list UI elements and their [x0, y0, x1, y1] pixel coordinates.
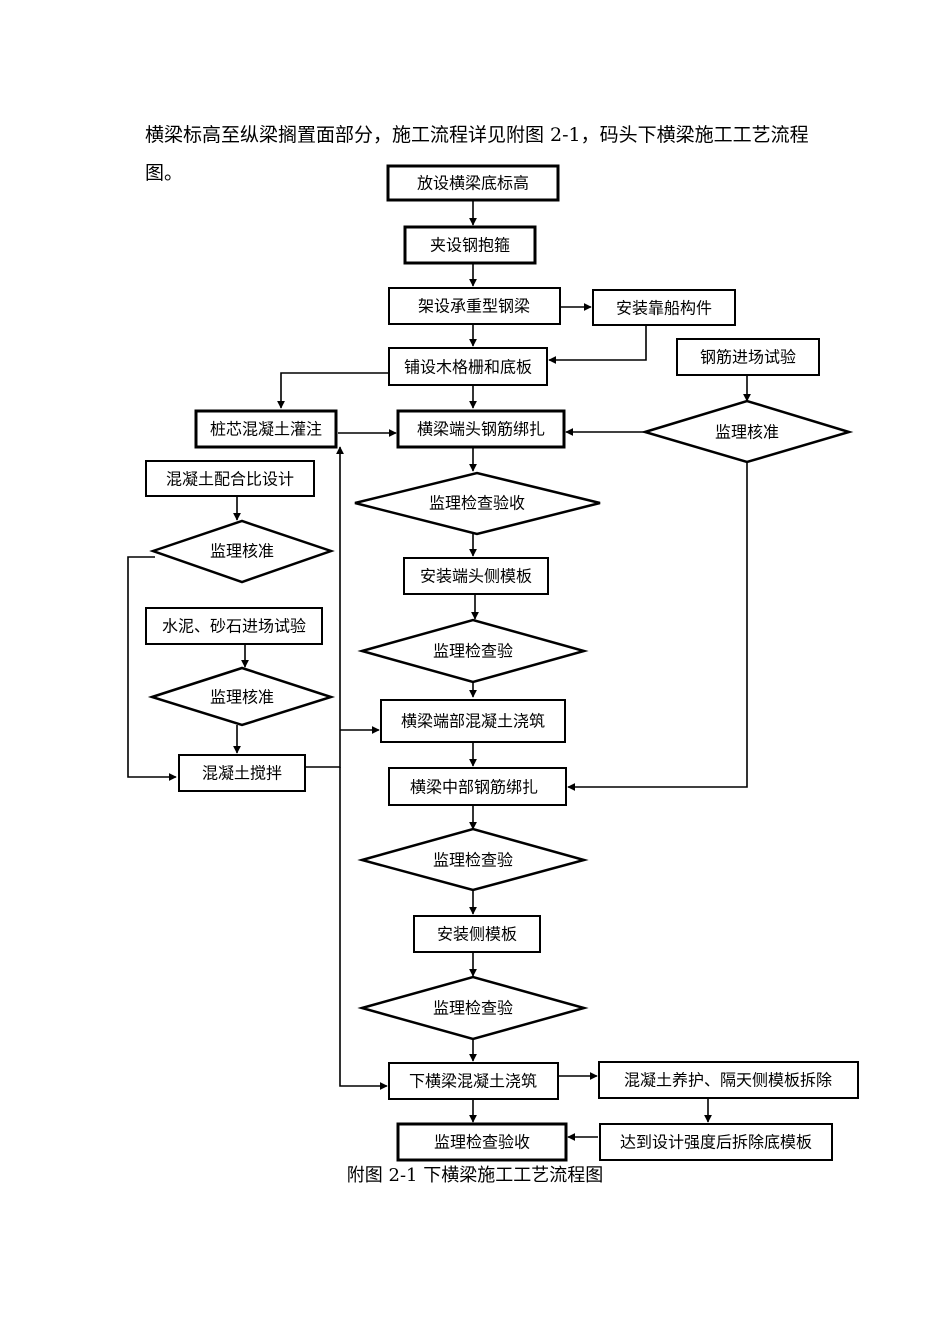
- node-jianli-jcy3: 监理检查验: [357, 975, 589, 1041]
- node-fangshe: 放设横梁底标高: [386, 164, 560, 202]
- svg-text:横梁中部钢筋绑扎: 横梁中部钢筋绑扎: [410, 778, 538, 797]
- svg-text:监理核准: 监理核准: [715, 423, 779, 442]
- figure-caption: 附图 2-1 下横梁施工工艺流程图: [346, 1165, 604, 1186]
- node-duanbu-jz: 横梁端部混凝土浇筑: [380, 699, 566, 743]
- node-pushe: 铺设木格栅和底板: [388, 347, 548, 386]
- svg-text:水泥、砂石进场试验: 水泥、砂石进场试验: [162, 617, 306, 636]
- svg-text:放设横梁底标高: 放设横梁底标高: [417, 174, 529, 193]
- connectors: [127, 200, 751, 1141]
- svg-text:混凝土配合比设计: 混凝土配合比设计: [166, 470, 294, 489]
- svg-text:监理检查验收: 监理检查验收: [429, 494, 525, 513]
- svg-text:监理检查验: 监理检查验: [433, 642, 513, 661]
- node-jianli-jcy2: 监理检查验: [357, 827, 589, 892]
- node-duantou-bz: 横梁端头钢筋绑扎: [396, 409, 566, 449]
- svg-text:铺设木格栅和底板: 铺设木格栅和底板: [404, 358, 532, 377]
- svg-text:达到设计强度后拆除底模板: 达到设计强度后拆除底模板: [620, 1133, 812, 1152]
- node-dadao: 达到设计强度后拆除底模板: [599, 1123, 833, 1161]
- node-jianli-hz-right: 监理核准: [640, 399, 854, 464]
- svg-text:钢筋进场试验: 钢筋进场试验: [700, 348, 796, 367]
- node-jianli-hz-left1: 监理核准: [149, 519, 335, 584]
- node-yanghu: 混凝土养护、隔天侧模板拆除: [598, 1061, 859, 1099]
- svg-text:桩芯混凝土灌注: 桩芯混凝土灌注: [210, 420, 322, 439]
- node-anzhuang-kc: 安装靠船构件: [592, 289, 736, 326]
- svg-text:安装侧模板: 安装侧模板: [437, 925, 517, 944]
- node-jianli-hz-left2: 监理核准: [147, 666, 336, 727]
- node-jiashe-gbg: 夹设钢抱箍: [403, 225, 537, 265]
- svg-text:监理检查验: 监理检查验: [433, 851, 513, 870]
- svg-text:横梁端部混凝土浇筑: 横梁端部混凝土浇筑: [401, 712, 545, 731]
- node-jiashe-czx: 架设承重型钢梁: [388, 287, 561, 325]
- svg-text:混凝土搅拌: 混凝土搅拌: [202, 764, 282, 783]
- svg-text:监理核准: 监理核准: [210, 688, 274, 707]
- svg-text:横梁端头钢筋绑扎: 横梁端头钢筋绑扎: [417, 420, 545, 439]
- svg-text:监理检查验收: 监理检查验收: [434, 1133, 530, 1152]
- node-jiaoban: 混凝土搅拌: [178, 754, 306, 792]
- svg-text:监理检查验: 监理检查验: [433, 999, 513, 1018]
- svg-text:混凝土养护、隔天侧模板拆除: 混凝土养护、隔天侧模板拆除: [624, 1071, 832, 1090]
- svg-text:架设承重型钢梁: 架设承重型钢梁: [418, 297, 530, 316]
- node-shuini: 水泥、砂石进场试验: [145, 607, 323, 645]
- svg-text:夹设钢抱箍: 夹设钢抱箍: [430, 236, 510, 255]
- intro-paragraph: 横梁标高至纵梁搁置面部分，施工流程详见附图 2-1，码头下横梁施工工艺流程图。: [145, 124, 809, 184]
- node-zhongbu-bz: 横梁中部钢筋绑扎: [388, 767, 567, 806]
- node-zhuangxin: 桩芯混凝土灌注: [194, 409, 338, 449]
- svg-text:安装端头侧模板: 安装端头侧模板: [420, 567, 532, 586]
- node-jianli-jcys2: 监理检查验收: [396, 1122, 568, 1162]
- node-jianli-jcys1: 监理检查验收: [354, 471, 601, 536]
- node-xia-jz: 下横梁混凝土浇筑: [388, 1062, 559, 1100]
- node-jianli-jcy1: 监理检查验: [357, 618, 589, 684]
- node-hunningtu-pb: 混凝土配合比设计: [145, 460, 315, 497]
- svg-text:安装靠船构件: 安装靠船构件: [616, 299, 712, 318]
- node-anzhuang-cmb: 安装侧模板: [413, 915, 541, 953]
- node-gangjin-jc: 钢筋进场试验: [676, 338, 820, 376]
- svg-text:下横梁混凝土浇筑: 下横梁混凝土浇筑: [409, 1072, 537, 1091]
- svg-text:监理核准: 监理核准: [210, 542, 274, 561]
- node-anzhuang-dtcm: 安装端头侧模板: [403, 557, 549, 595]
